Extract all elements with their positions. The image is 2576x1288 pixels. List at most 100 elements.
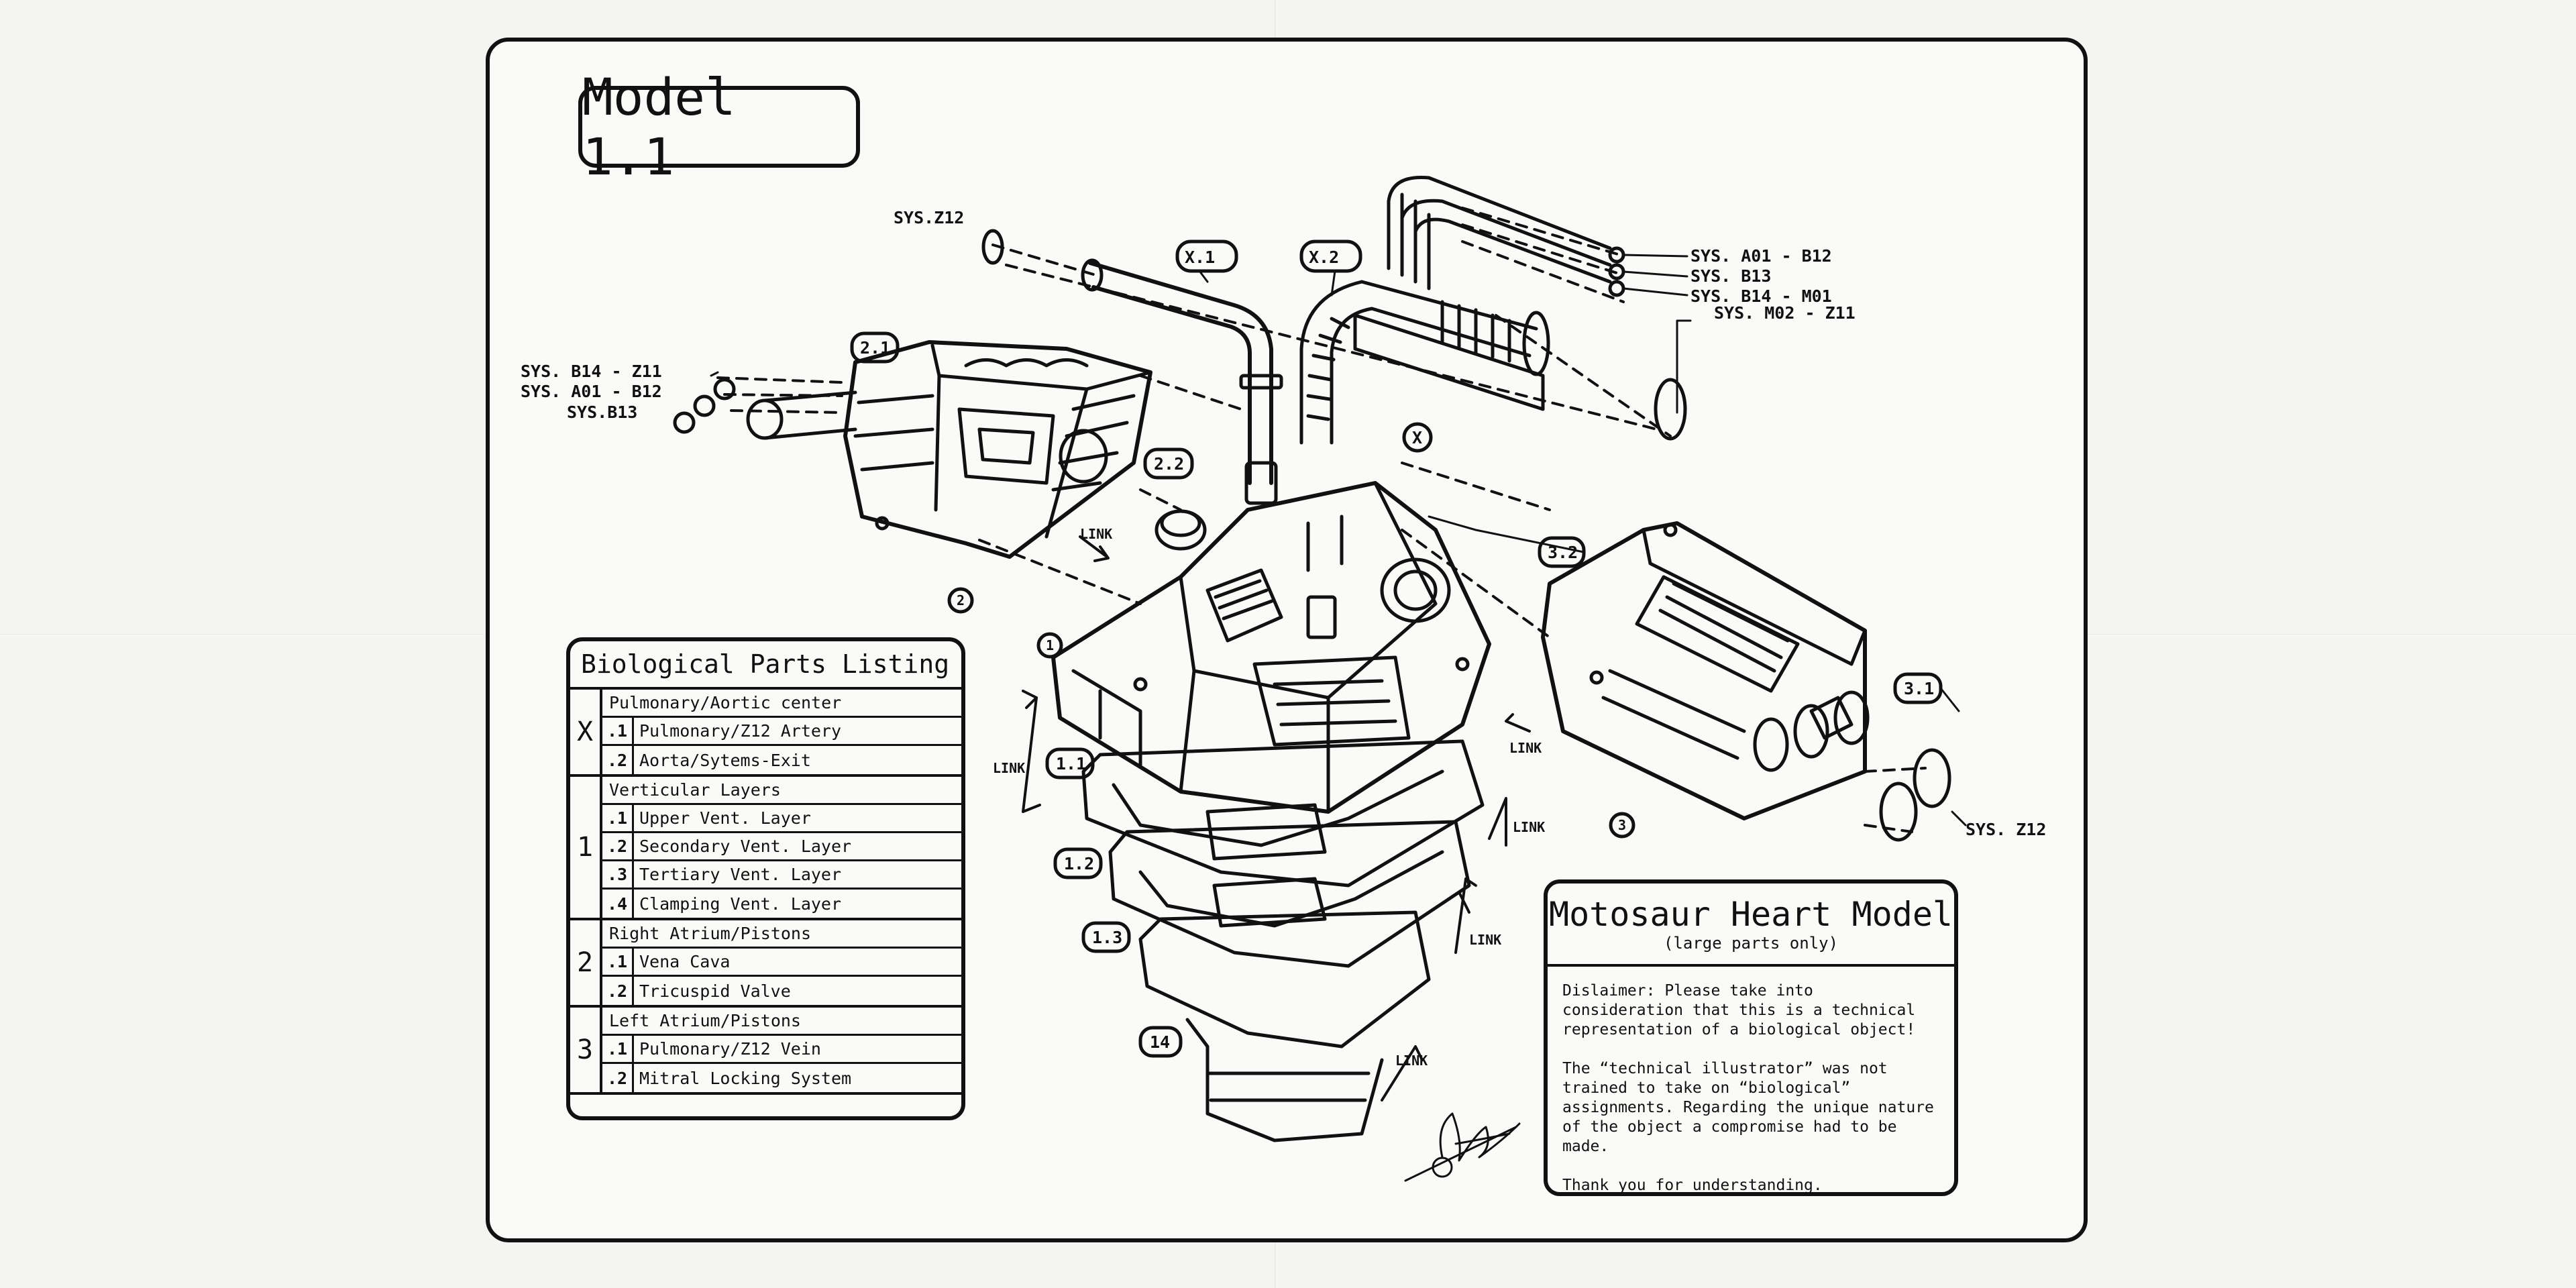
row-value: Aorta/Sytems-Exit <box>639 750 811 770</box>
group-key: 2 <box>570 920 602 1005</box>
row-key: .2 <box>602 977 634 1005</box>
leader-m02-z11 <box>1676 319 1692 414</box>
label-sys-z12-top: SYS.Z12 <box>894 208 964 227</box>
label-sys-b14-m01-right: SYS. B14 - M01 <box>1690 286 1832 306</box>
row-value: Vena Cava <box>639 952 731 971</box>
table-row: .1 Pulmonary/Z12 Vein <box>602 1036 961 1064</box>
callout-x2-text: X.2 <box>1309 248 1339 267</box>
row-key: .2 <box>602 746 634 774</box>
parts-listing-table: Biological Parts Listing X Pulmonary/Aor… <box>566 637 965 1120</box>
valve-2-2 <box>1155 509 1207 551</box>
table-row: .2 Secondary Vent. Layer <box>602 833 961 861</box>
callout-x1-text: X.1 <box>1185 248 1215 267</box>
model-title-box: Model 1.1 <box>578 67 860 186</box>
model-title: Model 1.1 <box>582 67 736 186</box>
table-row: .2 Tricuspid Valve <box>602 977 961 1005</box>
info-box-header: Motosaur Heart Model (large parts only) <box>1548 883 1954 967</box>
row-key: .1 <box>602 718 634 744</box>
port-sys-m02-z11 <box>1654 378 1687 441</box>
group-heading: Pulmonary/Aortic center <box>602 690 961 718</box>
callout-n3-text: 3 <box>1618 817 1626 833</box>
row-key: .3 <box>602 861 634 888</box>
label-sys-m02-z11-right: SYS. M02 - Z11 <box>1714 303 1856 323</box>
link-label-5: LINK <box>1469 932 1501 948</box>
row-value: Pulmonary/Z12 Vein <box>639 1039 821 1059</box>
parts-group-1: 1 Verticular Layers .1 Upper Vent. Layer… <box>570 777 961 920</box>
row-value: Upper Vent. Layer <box>639 808 811 828</box>
group-heading: Verticular Layers <box>602 777 961 805</box>
table-row: .1 Pulmonary/Z12 Artery <box>602 718 961 746</box>
table-row: .2 Mitral Locking System <box>602 1064 961 1092</box>
row-value: Pulmonary/Z12 Artery <box>639 721 842 741</box>
row-value: Secondary Vent. Layer <box>639 837 852 856</box>
link-label-3: LINK <box>1509 740 1542 756</box>
group-heading: Right Atrium/Pistons <box>602 920 961 949</box>
parts-listing-footer <box>570 1095 961 1116</box>
table-row: .1 Vena Cava <box>602 949 961 977</box>
hose-x2-aorta <box>1299 175 1625 445</box>
label-sys-b14-z11-left: SYS. B14 - Z11 <box>521 362 662 381</box>
link-arrows <box>1022 535 1531 1102</box>
callout-n1 <box>1036 632 1063 659</box>
info-box-title: Motosaur Heart Model <box>1548 895 1953 934</box>
row-value: Tricuspid Valve <box>639 981 791 1001</box>
callout-1-1-text: 1.1 <box>1056 754 1086 773</box>
callout-3-2-text: 3.2 <box>1548 543 1578 562</box>
info-box-body: Dislaimer: Please take into consideratio… <box>1548 967 1954 1192</box>
callout-n1-text: 1 <box>1046 637 1054 653</box>
callout-leaders <box>710 254 1967 826</box>
group-heading: Left Atrium/Pistons <box>602 1008 961 1036</box>
label-sys-a01-b12-right: SYS. A01 - B12 <box>1690 246 1832 266</box>
callout-1-2 <box>1053 847 1103 879</box>
vent-layer-1-3 <box>1108 820 1471 968</box>
label-sys-b13-left: SYS.B13 <box>567 402 637 422</box>
callout-14-text: 14 <box>1150 1032 1170 1052</box>
row-value: Mitral Locking System <box>639 1068 852 1088</box>
info-box-subtitle: (large parts only) <box>1663 934 1839 953</box>
parts-group-x: X Pulmonary/Aortic center .1 Pulmonary/Z… <box>570 690 961 777</box>
link-label-1: LINK <box>1080 526 1112 542</box>
callout-x-text: X <box>1412 428 1422 447</box>
group-key: 3 <box>570 1008 602 1092</box>
callout-2-2 <box>1143 447 1194 480</box>
group-key: X <box>570 690 602 774</box>
table-row: .3 Tertiary Vent. Layer <box>602 861 961 890</box>
drawing-labels: SYS.Z12 SYS. A01 - B12 SYS. B13 SYS. B14… <box>521 208 2046 1069</box>
row-key: .4 <box>602 890 634 918</box>
callout-1-3-text: 1.3 <box>1092 928 1122 947</box>
module-3-2-left-atrium <box>1541 521 1951 842</box>
label-sys-a01-b12-left: SYS. A01 - B12 <box>521 382 662 401</box>
callout-1-2-text: 1.2 <box>1064 854 1094 873</box>
row-key: .2 <box>602 833 634 859</box>
group-key: 1 <box>570 777 602 918</box>
callout-1-1 <box>1045 747 1095 780</box>
link-label-6: LINK <box>1395 1053 1428 1069</box>
parts-listing-title: Biological Parts Listing <box>570 641 961 690</box>
core-upper-vent-layer <box>1051 481 1491 814</box>
label-sys-b13-right: SYS. B13 <box>1690 266 1771 286</box>
link-label-2: LINK <box>993 760 1025 776</box>
tube-x1-pulmonary-artery <box>1081 258 1283 505</box>
row-value: Tertiary Vent. Layer <box>639 865 842 884</box>
vent-layer-1-2 <box>1081 739 1485 888</box>
illustrator-signature <box>1404 1112 1521 1182</box>
port-sys-z12 <box>981 229 1004 265</box>
callout-n2 <box>947 587 974 614</box>
link-label-4: LINK <box>1513 819 1545 835</box>
callout-x <box>1402 422 1433 453</box>
callout-n3 <box>1609 812 1635 839</box>
motosaur-info-box: Motosaur Heart Model (large parts only) … <box>1544 879 1958 1196</box>
disclaimer-paragraph: Dislaimer: Please take into consideratio… <box>1562 982 1916 1038</box>
row-value: Clamping Vent. Layer <box>639 894 842 914</box>
row-key: .1 <box>602 949 634 975</box>
row-key: .1 <box>602 805 634 831</box>
module-2-1-right-atrium <box>673 340 1152 559</box>
row-key: .1 <box>602 1036 634 1062</box>
callout-x2 <box>1299 239 1362 273</box>
illustrator-note-paragraph: The “technical illustrator” was not trai… <box>1562 1060 1934 1155</box>
vent-layer-14 <box>1138 910 1431 1142</box>
row-key: .2 <box>602 1064 634 1092</box>
callout-2-2-text: 2.2 <box>1154 454 1184 474</box>
callout-1-3 <box>1081 921 1131 953</box>
